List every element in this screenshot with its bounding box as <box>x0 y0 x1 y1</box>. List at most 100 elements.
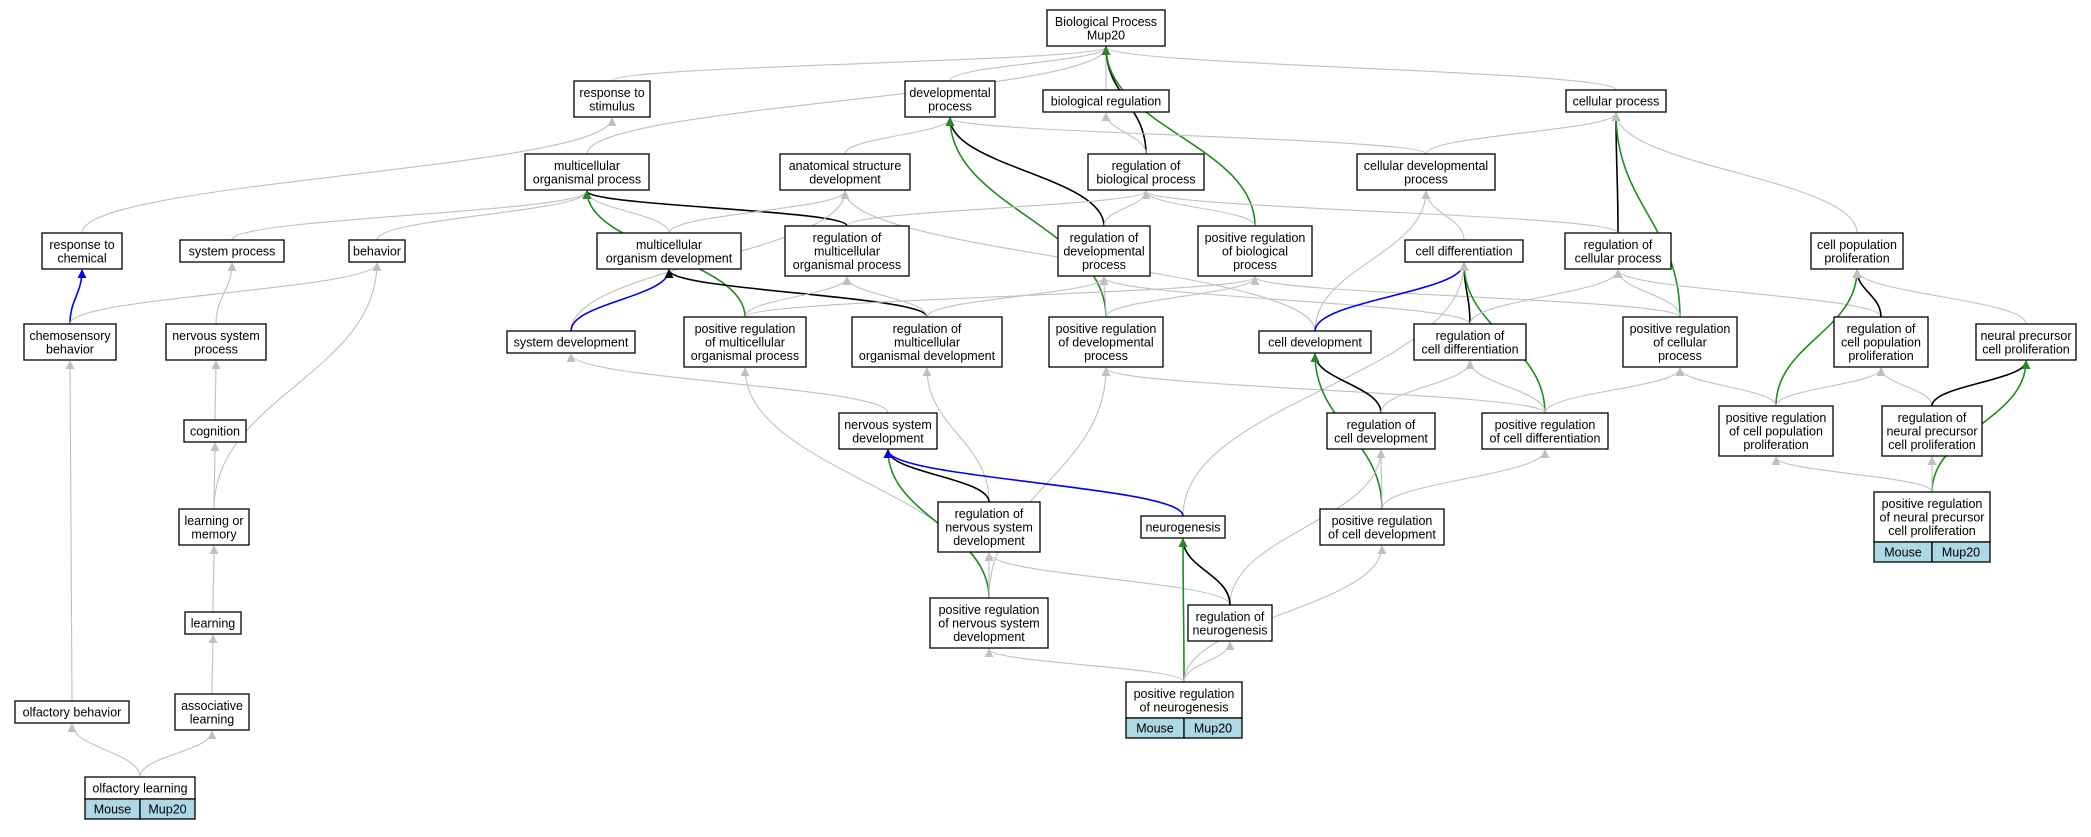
go-term-node-cell-dev[interactable]: cell development <box>1258 330 1372 354</box>
node-label-line: development <box>953 630 1025 644</box>
node-label-line: Mup20 <box>1087 28 1125 42</box>
node-label-line: cell population <box>1817 238 1897 252</box>
edge-reg_dev_proc-to-dev_proc <box>945 117 1105 227</box>
node-label-line: multicellular <box>814 245 880 259</box>
node-label-line: neurogenesis <box>1145 521 1220 535</box>
edge-pos_reg_ns_dev-to-pos_reg_dev_proc <box>988 367 1111 599</box>
edge-cell_dev_proc-to-dev_proc <box>945 117 1427 155</box>
go-term-node-olf-beh[interactable]: olfactory behavior <box>14 700 130 724</box>
node-label-line: regulation of <box>1584 238 1653 252</box>
edge-learn_mem-to-cognition <box>210 442 220 510</box>
node-box <box>1564 232 1672 270</box>
node-label-line: of neurogenesis <box>1140 700 1229 714</box>
edge-olf_learn-to-assoc_learn <box>139 730 217 778</box>
node-box <box>1833 316 1929 368</box>
node-box <box>506 330 636 354</box>
node-box <box>851 316 1003 368</box>
node-label-line: development <box>809 172 881 186</box>
node-box <box>348 239 406 263</box>
edge-pos_reg_cell_diff-to-pos_reg_cell_proc <box>1544 367 1685 414</box>
node-box <box>1258 330 1372 354</box>
go-term-node-bio-reg[interactable]: biological regulation <box>1042 89 1170 113</box>
node-box <box>183 419 247 443</box>
edge-reg_bio-to-bio_reg <box>1101 112 1147 155</box>
go-term-node-neurogenesis[interactable]: neurogenesis <box>1140 515 1226 539</box>
node-label-line: organismal process <box>533 172 641 186</box>
annotation-species: Mouse <box>1136 722 1174 736</box>
edge-pos_reg_cell_dev-to-pos_reg_cell_diff <box>1381 449 1550 510</box>
edge-multi_org_dev-to-multi_org <box>582 190 670 234</box>
go-term-node-cell-proc[interactable]: cellular process <box>1565 89 1667 113</box>
node-label-line: chemosensory <box>29 329 111 343</box>
edge-neural_prec-to-cell_pop_prolif <box>1852 269 2027 325</box>
edge-cell_proc-to-bp <box>1101 46 1617 91</box>
edge-pos_reg_neurogenesis-to-reg_neurogenesis <box>1183 641 1235 683</box>
node-label-line: multicellular <box>636 238 702 252</box>
node-label-line: of biological <box>1222 245 1288 259</box>
node-box <box>1048 316 1164 368</box>
node-label-line: chemical <box>57 251 106 265</box>
go-term-node-sys-proc[interactable]: system process <box>179 239 285 263</box>
edge-multi_org_dev-to-anat_dev <box>668 190 850 234</box>
go-term-node-learning[interactable]: learning <box>184 611 242 635</box>
node-box <box>1404 239 1524 263</box>
node-label-line: nervous system <box>172 329 260 343</box>
node-label-line: of cell population <box>1729 425 1823 439</box>
go-term-node-sys-dev[interactable]: system development <box>506 330 636 354</box>
node-label-line: cellular process <box>1575 251 1662 265</box>
node-box <box>1356 153 1496 191</box>
node-label-line: cellular process <box>1573 95 1660 109</box>
edge-reg_dev_proc-to-reg_bio <box>1103 190 1151 227</box>
edge-reg_ns_dev-to-reg_multi_dev <box>922 367 990 503</box>
edge-reg_cell_diff-to-reg_dev_proc <box>1099 276 1471 325</box>
node-label-line: regulation of <box>1847 322 1916 336</box>
node-label-line: positive regulation <box>695 322 796 336</box>
go-term-node-cognition[interactable]: cognition <box>183 419 247 443</box>
edge-pos_reg_cell_proc-to-reg_cell_proc <box>1613 269 1681 318</box>
edge-pos_reg_cell_diff-to-pos_reg_dev_proc <box>1101 367 1546 414</box>
node-label-line: regulation of <box>955 507 1024 521</box>
edge-cell_dev-to-cell_diff <box>1314 262 1469 332</box>
go-term-node-cell-diff[interactable]: cell differentiation <box>1404 239 1524 263</box>
go-term-node-behavior[interactable]: behavior <box>348 239 406 263</box>
node-label-line: cell proliferation <box>1888 438 1976 452</box>
